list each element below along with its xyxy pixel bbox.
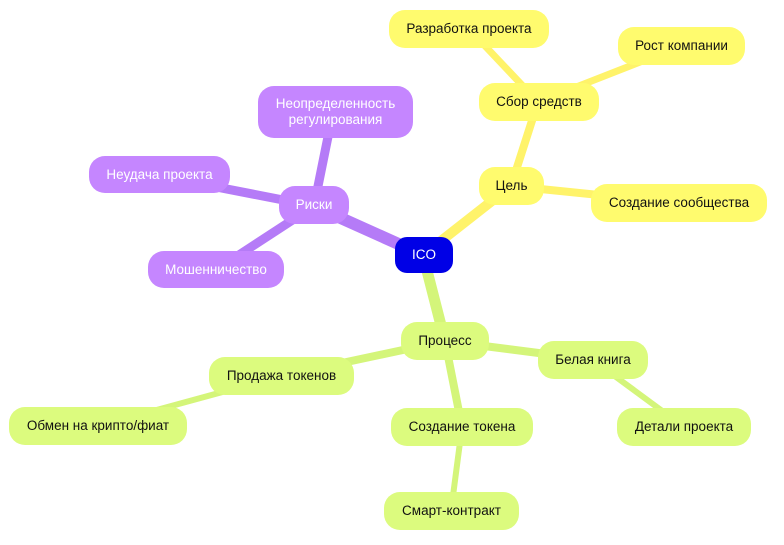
node-goal[interactable]: Цель <box>479 167 544 205</box>
node-community-building[interactable]: Создание сообщества <box>591 184 767 222</box>
node-crypto-fiat-exchange[interactable]: Обмен на крипто/фиат <box>9 407 187 445</box>
node-fraud[interactable]: Мошенничество <box>148 251 284 288</box>
node-whitepaper[interactable]: Белая книга <box>538 341 648 379</box>
node-regulatory-uncertainty[interactable]: Неопределенность регулирования <box>258 86 413 138</box>
node-token-creation[interactable]: Создание токена <box>391 408 533 446</box>
node-company-growth[interactable]: Рост компании <box>618 27 745 65</box>
node-project-failure[interactable]: Неудача проекта <box>89 156 230 193</box>
node-smart-contract[interactable]: Смарт-контракт <box>384 492 519 530</box>
node-fundraising[interactable]: Сбор средств <box>479 83 599 121</box>
node-ico[interactable]: ICO <box>395 237 453 273</box>
node-process[interactable]: Процесс <box>401 322 489 360</box>
node-project-development[interactable]: Разработка проекта <box>389 10 549 48</box>
node-token-sale[interactable]: Продажа токенов <box>209 357 354 395</box>
node-project-details[interactable]: Детали проекта <box>617 408 751 446</box>
node-risks[interactable]: Риски <box>279 186 349 224</box>
